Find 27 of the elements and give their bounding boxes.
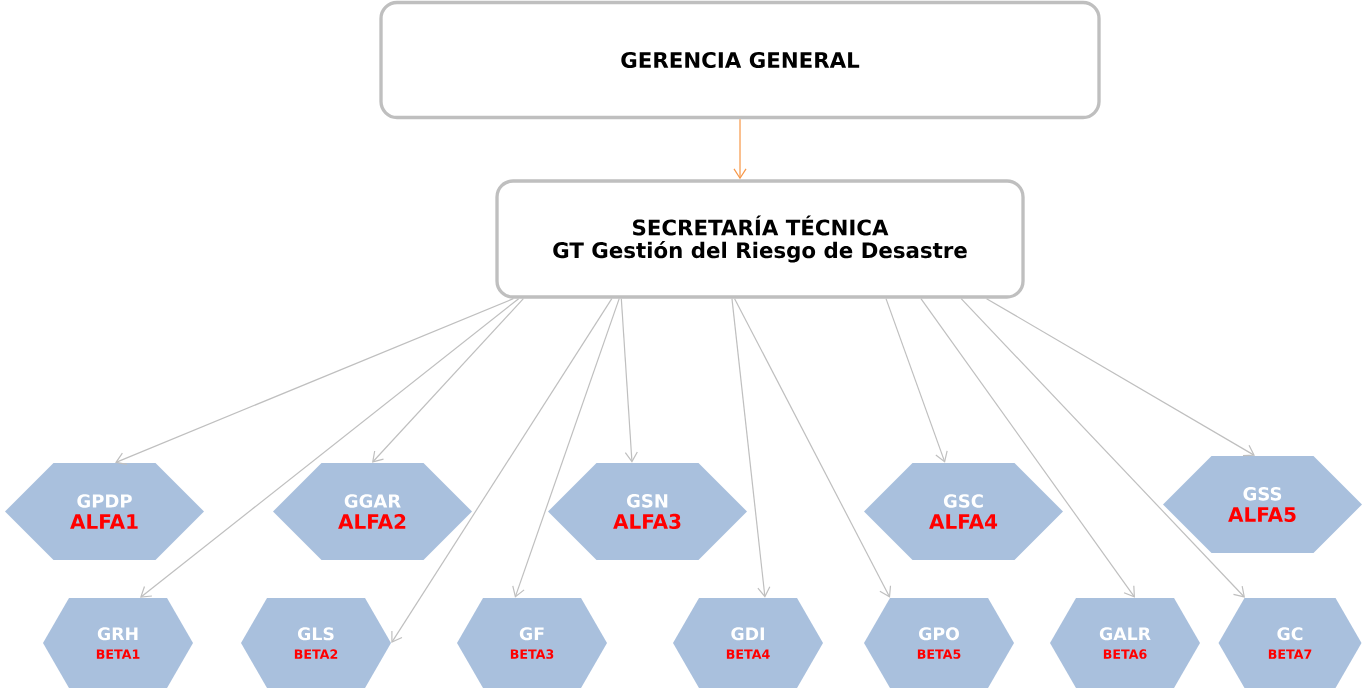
hexagon-box: GPDP ALFA1 xyxy=(5,463,204,560)
org-box: SECRETARÍA TÉCNICA GT Gestión del Riesgo de Desastre xyxy=(495,179,1025,299)
arrow xyxy=(391,298,613,643)
arrow xyxy=(731,298,771,598)
arrow xyxy=(140,298,520,598)
hexagon-box: GSC ALFA4 xyxy=(864,463,1063,560)
arrow xyxy=(885,298,948,463)
hexagon-box: GLS BETA2 xyxy=(241,598,391,688)
hexagon-box: GGAR ALFA2 xyxy=(273,463,472,560)
hexagon-box: GSN ALFA3 xyxy=(548,463,747,560)
arrow xyxy=(733,118,747,180)
hexagon-box: GC BETA7 xyxy=(1218,598,1362,688)
arrow xyxy=(985,298,1255,457)
hexagon-box: GRH BETA1 xyxy=(43,598,193,688)
hexagon-box: GPO BETA5 xyxy=(864,598,1014,688)
arrow xyxy=(115,298,514,465)
hexagon-box: GALR BETA6 xyxy=(1050,598,1200,688)
arrow xyxy=(960,298,1245,598)
arrow xyxy=(734,298,892,598)
hexagon-box: GF BETA3 xyxy=(457,598,607,688)
arrow xyxy=(512,298,620,598)
arrow xyxy=(920,298,1135,598)
hexagon-box: GSS ALFA5 xyxy=(1163,456,1362,553)
hexagon-box: GDI BETA4 xyxy=(673,598,823,688)
arrow xyxy=(372,298,524,463)
org-box: GERENCIA GENERAL xyxy=(379,0,1101,120)
arrow xyxy=(620,298,638,463)
